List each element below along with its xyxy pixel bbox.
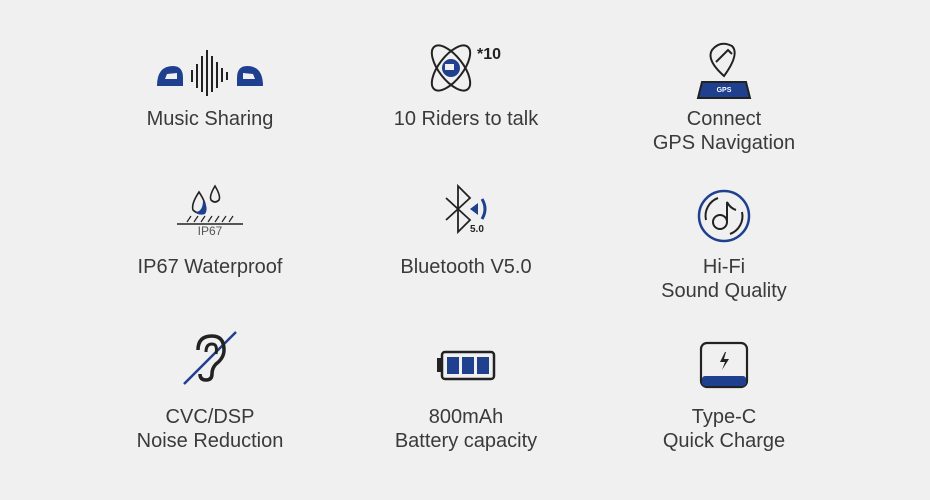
gps-navigation-icon: GPS — [694, 40, 754, 100]
helmet-music-sharing-icon — [157, 50, 263, 96]
gps-badge: GPS — [716, 87, 732, 94]
ip67-badge: IP67 — [197, 224, 223, 238]
feature-label: Sound Quality — [661, 280, 787, 302]
feature-label: Battery capacity — [394, 430, 538, 452]
type-c-charge-icon — [699, 341, 749, 389]
feature-label: IP67 Waterproof — [137, 256, 283, 278]
feature-label: Quick Charge — [662, 430, 786, 452]
bluetooth-icon: 5.0 — [436, 182, 496, 240]
bluetooth-version-badge: 5.0 — [470, 224, 484, 235]
feature-label: Music Sharing — [146, 108, 274, 130]
rider-count-badge: *10 — [477, 46, 502, 63]
ten-riders-icon: *10 — [421, 40, 511, 98]
battery-icon — [437, 350, 496, 381]
feature-label: Noise Reduction — [136, 430, 284, 452]
waterproof-icon: IP67 — [175, 182, 245, 240]
feature-label: Connect — [686, 108, 762, 130]
feature-label: Bluetooth V5.0 — [400, 256, 532, 278]
feature-label: Hi-Fi — [702, 256, 746, 278]
feature-label: 10 Riders to talk — [393, 108, 539, 130]
feature-label: GPS Navigation — [652, 132, 796, 154]
feature-label: 800mAh — [428, 406, 504, 428]
hifi-music-icon — [697, 189, 751, 243]
noise-reduction-ear-icon — [183, 331, 237, 385]
feature-label: Type-C — [691, 406, 757, 428]
feature-label: CVC/DSP — [165, 406, 255, 428]
